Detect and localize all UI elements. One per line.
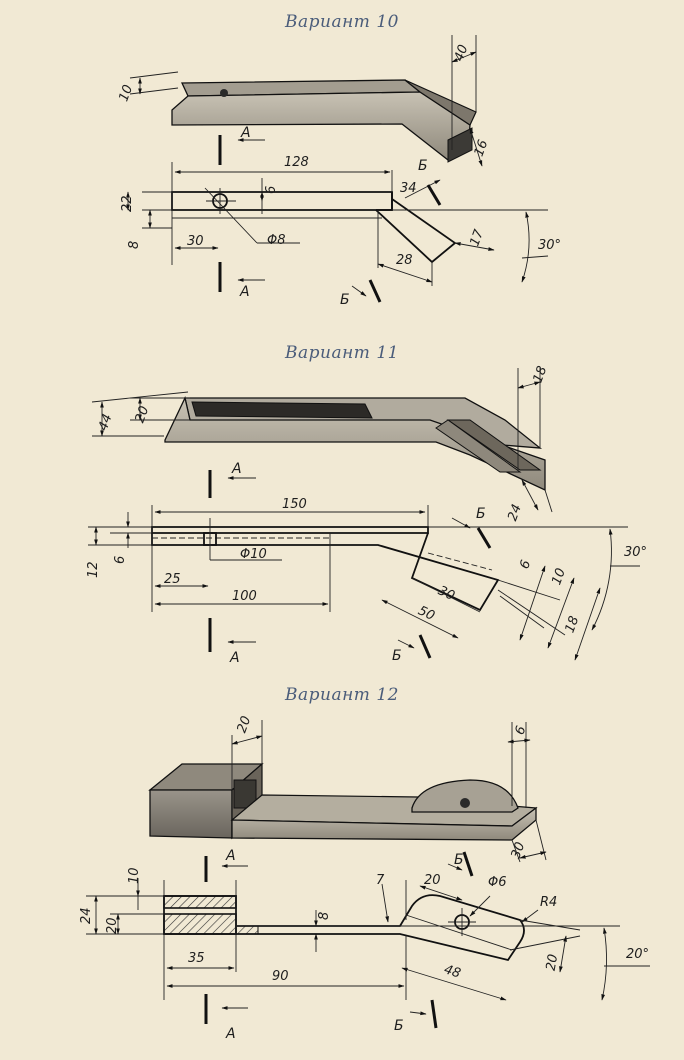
dim-10-length: 128 xyxy=(284,155,309,170)
dim-12-hole-diameter: Φ6 xyxy=(488,875,507,890)
hole-icon xyxy=(460,798,470,808)
section-b-bottom-12: Б xyxy=(394,1018,404,1034)
section-b-top-11: Б xyxy=(476,506,486,522)
dim-10-angle-length: 34 xyxy=(400,181,417,196)
variant-12-title: Вариант 12 xyxy=(285,685,399,705)
dim-10-width-17: 17 xyxy=(467,227,487,248)
section-a-bottom-12: А xyxy=(225,1026,236,1042)
dim-10-thickness: 10 xyxy=(116,83,136,104)
dim-12-length-48: 48 xyxy=(442,962,462,981)
section-b-top-12: Б xyxy=(454,852,464,868)
dim-12-width-20: 20 xyxy=(544,953,562,972)
dim-10-bend-28: 28 xyxy=(396,253,413,268)
dim-11-length-150: 150 xyxy=(282,497,307,512)
variant-10-isometric xyxy=(129,35,483,167)
variant-11-isometric xyxy=(91,368,553,513)
dim-12-length-35: 35 xyxy=(188,951,205,966)
dim-11-width-18: 18 xyxy=(531,364,551,385)
dim-10-height-8: 8 xyxy=(127,241,142,249)
dim-11-bend-50: 50 xyxy=(416,603,437,624)
dim-11-length-100: 100 xyxy=(232,589,257,604)
dim-12-offset-7: 7 xyxy=(376,873,385,888)
dim-11-depth-6: 6 xyxy=(517,558,534,571)
dim-12-radius: R4 xyxy=(540,895,557,910)
dim-12-thickness-8: 8 xyxy=(317,912,332,920)
dim-12-width-20: 20 xyxy=(235,714,255,735)
hole-icon xyxy=(220,89,228,97)
variant-10-front-view xyxy=(126,135,549,303)
dim-11-width-10: 10 xyxy=(549,566,569,587)
dim-10-width: 40 xyxy=(452,43,472,64)
dim-11-width-18: 18 xyxy=(563,614,583,635)
dim-10-height: 16 xyxy=(472,138,492,159)
section-a-bottom-10: А xyxy=(239,284,250,300)
dim-11-slot-30: 30 xyxy=(436,583,457,604)
dim-12-width-30: 30 xyxy=(509,840,529,861)
dim-11-height-24: 24 xyxy=(505,502,525,523)
dim-12-height-24: 24 xyxy=(79,907,94,924)
variant-11-title: Вариант 11 xyxy=(285,343,399,363)
dim-11-thickness-6: 6 xyxy=(113,556,128,564)
dim-10-height-22: 22 xyxy=(120,195,135,212)
section-b-top-10: Б xyxy=(418,158,428,174)
section-b-bottom-10: Б xyxy=(340,292,350,308)
dim-11-offset-25: 25 xyxy=(164,572,181,587)
dim-12-angle: 20° xyxy=(626,947,649,962)
variant-12-front-view xyxy=(86,851,650,1029)
dim-10-offset-30: 30 xyxy=(187,234,204,249)
dim-12-height-10: 10 xyxy=(127,867,142,884)
dim-11-hole-diameter: Φ10 xyxy=(240,547,267,562)
dim-11-angle: 30° xyxy=(624,545,647,560)
dim-12-height-20: 20 xyxy=(105,917,120,934)
dim-11-width-44: 44 xyxy=(96,412,116,433)
section-b-bottom-11: Б xyxy=(392,648,402,664)
variant-12-isometric xyxy=(148,720,547,863)
dim-12-lug-6: 6 xyxy=(513,724,530,737)
section-a-top-10: А xyxy=(240,125,251,141)
section-a-top-12: А xyxy=(225,848,236,864)
dim-11-height-12: 12 xyxy=(86,561,101,578)
variant-11-front-view xyxy=(88,470,640,661)
dim-10-angle: 30° xyxy=(538,238,561,253)
dim-10-hole-diameter: Φ8 xyxy=(267,233,286,248)
dim-12-length-90: 90 xyxy=(272,969,289,984)
dim-10-hole-offset: 6 xyxy=(264,186,279,194)
variant-10-title: Вариант 10 xyxy=(285,12,399,32)
dim-11-slot-20: 20 xyxy=(133,404,153,425)
section-a-bottom-11: А xyxy=(229,650,240,666)
section-a-top-11: А xyxy=(231,461,242,477)
dim-12-offset-20: 20 xyxy=(424,873,441,888)
